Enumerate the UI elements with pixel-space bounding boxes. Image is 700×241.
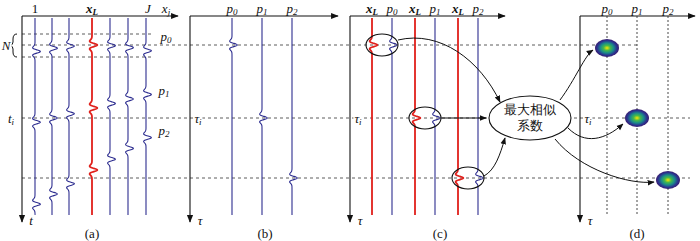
trace	[126, 18, 134, 215]
axes	[22, 16, 695, 222]
axis-label: (c)	[432, 227, 448, 240]
trace	[433, 18, 441, 215]
axis-label: p0	[226, 2, 239, 15]
axis-label: xj	[161, 2, 171, 15]
axis-label: p2	[158, 124, 171, 137]
axis-label: τ	[587, 214, 594, 227]
axis-label: p1	[158, 84, 171, 97]
axis-label: xL	[365, 2, 379, 15]
ellipse-shape	[489, 96, 571, 140]
flow-arrows	[398, 38, 654, 182]
axis-label: t	[28, 214, 34, 227]
trace	[390, 18, 398, 215]
axis-label: τ	[197, 214, 204, 227]
axis-label: xL	[451, 2, 465, 15]
axis-label: (a)	[84, 227, 100, 240]
axis-label: p0	[601, 2, 614, 15]
axis-label: ti	[7, 112, 15, 125]
axis-label: τi	[583, 112, 592, 125]
trace	[144, 18, 152, 215]
axis-label: τ	[357, 214, 364, 227]
trace	[230, 18, 238, 215]
axis-label: N	[1, 39, 12, 52]
trace	[67, 18, 75, 215]
trace	[90, 18, 98, 215]
trace	[370, 18, 378, 215]
seismic-traces	[33, 18, 484, 215]
axis-label: p2	[472, 2, 485, 15]
trace	[33, 18, 41, 215]
similarity-spots	[595, 39, 680, 189]
axis-label: p0	[160, 30, 173, 43]
axis-label: p0	[386, 2, 399, 15]
axis-label: p2	[662, 2, 675, 15]
axis-label: p1	[256, 2, 269, 15]
trace	[108, 18, 116, 215]
axis-label: τi	[353, 112, 362, 125]
selection-circles	[366, 34, 484, 189]
axis-label: 1	[31, 2, 40, 15]
trace	[50, 18, 58, 215]
axis-label: τi	[193, 112, 202, 125]
axis-label: xL	[85, 2, 99, 15]
axis-label: (b)	[256, 227, 273, 240]
axis-label: p2	[286, 2, 299, 15]
axis-label: (d)	[628, 227, 645, 240]
node-text: 最大相似系数	[504, 102, 556, 133]
decision-ellipse: 最大相似系数	[488, 95, 572, 141]
trace	[413, 18, 421, 215]
axis-label: p1	[631, 2, 644, 15]
trace	[290, 18, 298, 215]
time-guide-lines	[22, 34, 690, 178]
axis-label: p1	[429, 2, 442, 15]
trace	[260, 18, 268, 215]
axis-label: xL	[408, 2, 422, 15]
axis-label: J	[144, 2, 152, 15]
